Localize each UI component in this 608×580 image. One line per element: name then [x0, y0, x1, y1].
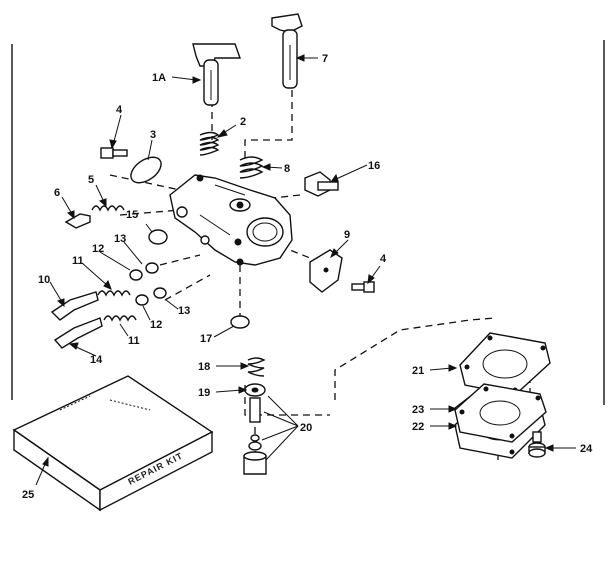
needle-valve-part-14 — [53, 317, 103, 349]
spring-part-2 — [199, 131, 220, 156]
callout-11-lower: 11 — [128, 335, 140, 347]
callout-6: 6 — [54, 187, 60, 199]
callout-23: 23 — [412, 404, 424, 416]
callout-16: 16 — [368, 160, 380, 172]
callout-15: 15 — [126, 209, 138, 221]
choke-shaft-part — [271, 13, 303, 89]
callout-24: 24 — [580, 443, 593, 455]
callout-13-upper: 13 — [114, 233, 126, 245]
callout-8: 8 — [284, 163, 290, 175]
cover-plate-part-9 — [309, 249, 343, 293]
callout-21: 21 — [412, 365, 424, 377]
callout-22: 22 — [412, 421, 424, 433]
o-ring-part-13-upper — [145, 262, 159, 274]
repair-kit-box: REPAIR KIT — [12, 375, 214, 512]
callout-19: 19 — [198, 387, 210, 399]
plug-part-15 — [148, 229, 168, 245]
idle-screw-part — [64, 213, 91, 229]
callout-14: 14 — [90, 354, 103, 366]
needle-valve-part-10 — [50, 291, 99, 321]
callout-12-lower: 12 — [150, 319, 162, 331]
callout-10: 10 — [38, 274, 50, 286]
screw-part-4-upper — [100, 147, 128, 159]
callout-4-lower: 4 — [380, 253, 387, 265]
spring-part-18 — [247, 357, 266, 377]
washer-part-12-upper — [129, 269, 143, 281]
callout-12-upper: 12 — [92, 243, 104, 255]
callout-9: 9 — [344, 229, 350, 241]
spring-part-8 — [239, 156, 264, 179]
carburetor-body — [169, 174, 293, 266]
callout-17: 17 — [200, 333, 212, 345]
callout-1a: 1A — [152, 72, 166, 84]
spring-part-5 — [91, 205, 125, 212]
callout-5: 5 — [88, 174, 94, 186]
callout-11-upper: 11 — [72, 255, 84, 267]
plug-part-17 — [230, 315, 250, 329]
frame-lines — [11, 40, 605, 405]
callout-2: 2 — [240, 116, 246, 128]
callout-25: 25 — [22, 489, 34, 501]
callout-labels: 1A 2 3 4 5 6 7 8 16 15 13 12 11 10 13 12… — [22, 53, 593, 501]
screw-part-24 — [528, 431, 546, 458]
needle-seat-assembly-part-20 — [243, 397, 267, 475]
callout-3: 3 — [150, 129, 156, 141]
bottom-cover-plate-part-23 — [454, 383, 547, 443]
washer-part-19 — [244, 383, 266, 397]
throttle-shaft-part — [192, 43, 241, 106]
o-ring-part-13-lower — [153, 287, 167, 299]
screw-part-4-lower — [351, 281, 375, 293]
callout-20: 20 — [300, 422, 312, 434]
throttle-plate-part — [130, 156, 162, 184]
callout-18: 18 — [198, 361, 210, 373]
gasket-part-21 — [459, 332, 551, 396]
callout-13-lower: 13 — [178, 305, 190, 317]
callout-leaders — [35, 54, 576, 486]
callout-4-upper: 4 — [116, 104, 123, 116]
callout-7: 7 — [322, 53, 328, 65]
spring-part-11-upper — [97, 290, 131, 297]
washer-part-12-lower — [135, 294, 149, 306]
fuel-fitting-part — [304, 171, 339, 197]
spring-part-11-lower — [103, 315, 137, 322]
